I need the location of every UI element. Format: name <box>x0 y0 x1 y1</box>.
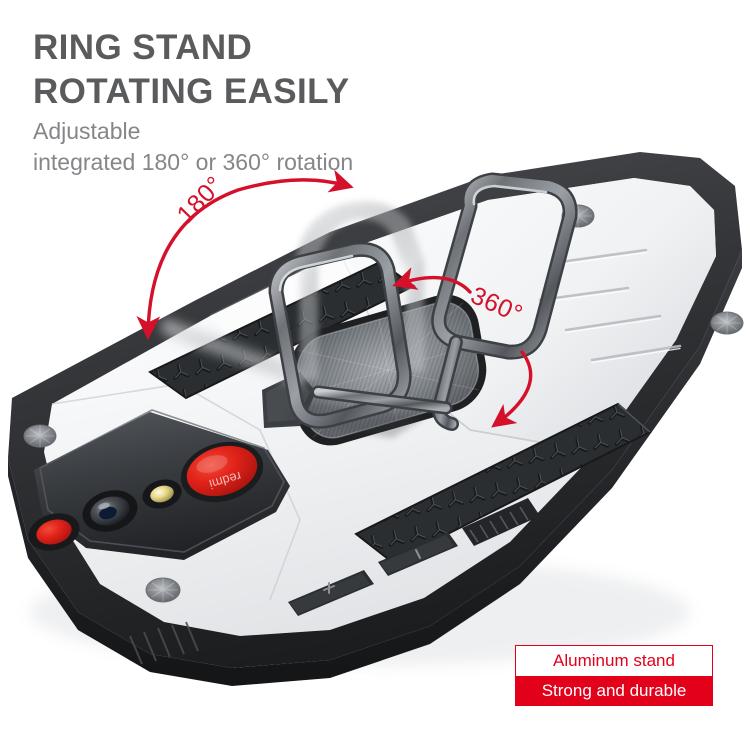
badge-row-bottom: Strong and durable <box>516 675 712 705</box>
subtitle-line-1: Adjustable <box>33 118 141 144</box>
secondary-red-lens <box>28 513 80 551</box>
badge-bottom-text: Strong and durable <box>541 680 687 700</box>
feature-badge: Aluminum stand Strong and durable <box>515 645 713 706</box>
redmi-lens: redmi <box>180 441 264 503</box>
badge-row-top: Aluminum stand <box>516 646 712 676</box>
power-button-ribbed <box>462 498 540 546</box>
headline-line-1: RING STAND <box>33 28 253 67</box>
rotation-180-arrow <box>136 169 354 340</box>
camera-module: redmi <box>28 409 290 560</box>
page-title: RING STAND ROTATING EASILY <box>33 26 553 114</box>
badge-top-text: Aluminum stand <box>553 651 675 671</box>
bumper-ribbing <box>129 621 199 665</box>
led-flash <box>142 479 182 509</box>
volume-down-button <box>378 532 458 576</box>
headline-line-2: ROTATING EASILY <box>33 72 350 111</box>
volume-up-button <box>288 570 374 616</box>
rotation-360-arrow <box>392 267 533 428</box>
side-buttons <box>288 498 540 616</box>
main-camera-lens <box>82 490 138 532</box>
